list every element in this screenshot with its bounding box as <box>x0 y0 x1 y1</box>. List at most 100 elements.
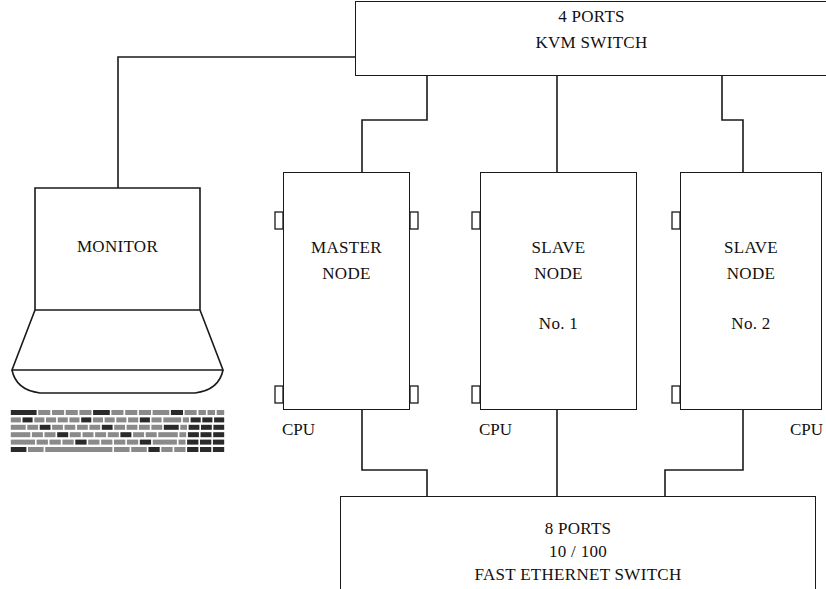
box-label: No. 1 <box>481 311 636 337</box>
keyboard-key <box>28 447 44 452</box>
keyboard-key <box>120 432 131 437</box>
keyboard-key <box>111 410 123 415</box>
keyboard-key <box>179 440 186 445</box>
box-label: No. 2 <box>681 311 821 337</box>
keyboard-key <box>214 417 224 422</box>
keyboard-key <box>127 440 138 445</box>
keyboard-key <box>81 417 91 422</box>
keyboard-key <box>65 425 76 430</box>
keyboard-key <box>38 410 50 415</box>
keyboard-key <box>213 447 224 452</box>
keyboard-key <box>45 447 112 452</box>
keyboard-key <box>174 447 185 452</box>
keyboard-key <box>217 410 225 415</box>
keyboard-key <box>32 432 43 437</box>
keyboard-key <box>180 425 187 430</box>
keyboard-key <box>45 432 56 437</box>
keyboard-key <box>11 410 37 415</box>
keyboard-key <box>202 417 212 422</box>
keyboard-key <box>70 432 81 437</box>
keyboard-key <box>75 440 86 445</box>
keyboard-key <box>66 410 78 415</box>
cable-line <box>556 410 558 496</box>
keyboard-key <box>139 410 151 415</box>
keyboard-key <box>93 410 110 415</box>
monitor-device: MONITOR <box>10 188 225 398</box>
keyboard-key <box>189 425 200 430</box>
keyboard-key <box>140 417 150 422</box>
keyboard-key <box>208 410 216 415</box>
slave-node-box: SLAVE NODENo. 1CPU <box>480 172 637 410</box>
keyboard-key <box>164 425 179 430</box>
keyboard-key <box>187 440 198 445</box>
keyboard-key <box>11 425 26 430</box>
monitor-body <box>12 188 223 393</box>
keyboard-key <box>146 432 157 437</box>
keyboard-key <box>191 417 201 422</box>
keyboard-key <box>95 432 106 437</box>
keyboard-key <box>62 440 73 445</box>
keyboard-key <box>50 440 61 445</box>
keyboard-key <box>11 432 31 437</box>
slave-node-box: SLAVE NODENo. 2CPU <box>680 172 822 410</box>
keyboard-key <box>188 432 199 437</box>
keyboard-key <box>52 410 64 415</box>
keyboard-key <box>200 447 211 452</box>
keyboard-key <box>11 440 35 445</box>
keyboard-key <box>114 440 125 445</box>
keyboard-key <box>46 417 56 422</box>
box-label: 8 PORTS <box>341 517 815 540</box>
keyboard-key <box>11 417 21 422</box>
keyboard-key <box>57 432 68 437</box>
cable-line <box>722 76 743 172</box>
kvm-switch-box: 4 PORTSKVM SWITCH <box>355 1 826 76</box>
keyboard-key <box>131 447 147 452</box>
keyboard-key <box>163 417 181 422</box>
keyboard-key <box>198 410 206 415</box>
keyboard-key <box>27 425 38 430</box>
keyboard-key <box>200 440 211 445</box>
keyboard-key <box>153 440 177 445</box>
keyboard-key <box>52 425 63 430</box>
ethernet-switch-box: 8 PORTS10 / 100FAST ETHERNET SWITCH <box>340 496 816 589</box>
cable-line <box>362 76 427 172</box>
keyboard-key <box>127 425 138 430</box>
keyboard-key <box>37 440 48 445</box>
keyboard-key <box>83 432 94 437</box>
keyboard-key <box>201 425 212 430</box>
keyboard-key <box>140 440 151 445</box>
box-label: KVM SWITCH <box>356 30 826 56</box>
cable-line <box>118 57 355 188</box>
cpu-label: CPU <box>790 420 823 440</box>
keyboard-illustration <box>11 410 224 452</box>
box-label: SLAVE NODE <box>706 235 796 287</box>
keyboard-key <box>114 447 130 452</box>
cpu-label: CPU <box>479 420 512 440</box>
keyboard-key <box>77 425 88 430</box>
keyboard-key <box>153 410 170 415</box>
keyboard-key <box>148 447 159 452</box>
keyboard-key <box>139 425 150 430</box>
keyboard-key <box>128 417 138 422</box>
keyboard-key <box>58 417 68 422</box>
box-label: 10 / 100 <box>341 540 815 563</box>
keyboard-key <box>183 417 189 422</box>
keyboard-key <box>69 417 79 422</box>
box-label: SLAVE NODE <box>514 235 604 287</box>
keyboard-key <box>213 425 224 430</box>
keyboard-key <box>201 432 212 437</box>
keyboard-key <box>23 417 33 422</box>
keyboard-key <box>152 417 162 422</box>
keyboard-key <box>151 425 162 430</box>
keyboard-key <box>171 410 183 415</box>
keyboard-key <box>101 440 112 445</box>
master-node-box: MASTER NODECPU <box>283 172 410 410</box>
keyboard-key <box>187 447 198 452</box>
cpu-label: CPU <box>282 420 315 440</box>
box-label: 4 PORTS <box>356 4 826 30</box>
device-label: MONITOR <box>35 234 200 260</box>
cable-line <box>556 76 558 172</box>
monitor-outline <box>10 188 225 398</box>
keyboard-key <box>179 432 186 437</box>
